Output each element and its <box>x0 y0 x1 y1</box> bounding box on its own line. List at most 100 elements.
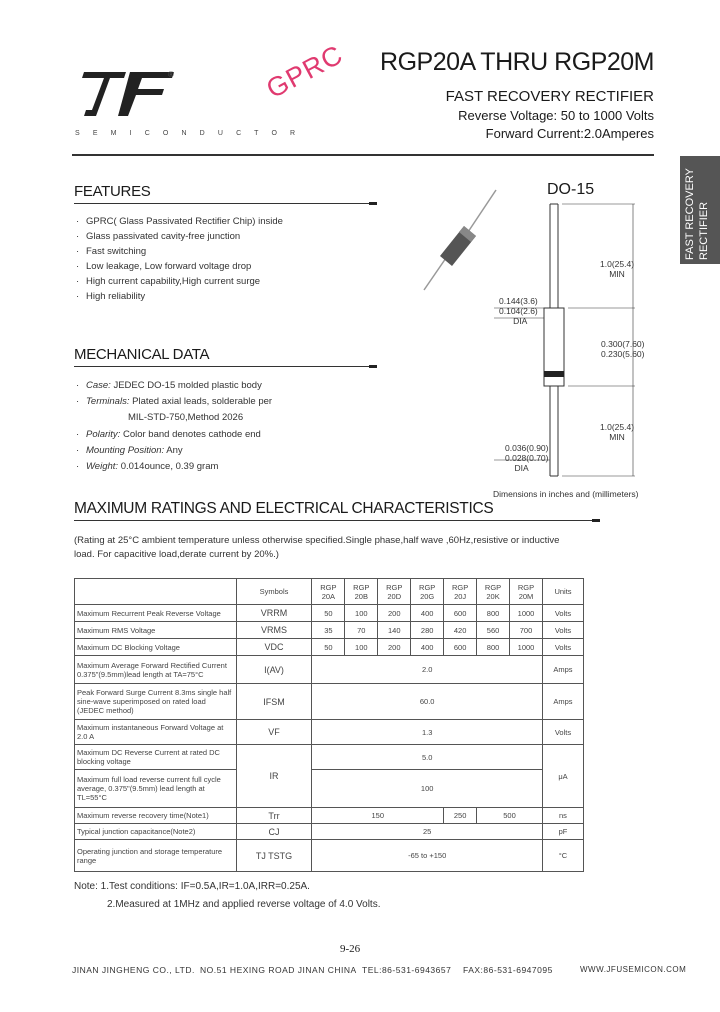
mech-item: Weight: 0.014ounce, 0.39 gram <box>86 461 219 472</box>
ratings-underline <box>74 520 594 521</box>
symbol-cell: IR <box>235 744 313 808</box>
dim-body-length: 0.300(7.60)0.230(5.60) <box>601 339 645 359</box>
table-row: Maximum Average Forward Rectified Curren… <box>74 655 585 684</box>
side-tab: FAST RECOVERY RECTIFIER <box>680 156 720 264</box>
value-cell: 140 <box>377 621 412 639</box>
side-tab-line2: RECTIFIER <box>698 201 710 260</box>
param-cell: Maximum full load reverse current full c… <box>74 769 237 808</box>
footer-fax: FAX:86-531-6947095 <box>463 965 553 975</box>
ratings-marker <box>592 519 600 522</box>
forward-current: Forward Current:2.0Amperes <box>485 126 654 141</box>
param-cell: Operating junction and storage temperatu… <box>74 839 237 872</box>
unit-cell: Volts <box>541 638 585 656</box>
value-cell: 500 <box>476 807 543 824</box>
value-cell: 200 <box>377 604 412 622</box>
value-cell: 150 <box>311 807 445 824</box>
mech-item: Polarity: Color band denotes cathode end <box>86 429 261 440</box>
features-underline <box>74 203 376 204</box>
param-cell: Peak Forward Surge Current 8.3ms single … <box>74 683 237 720</box>
table-row: Maximum reverse recovery time(Note1) Trr… <box>74 807 585 824</box>
header-cell: RGP 20A <box>311 578 346 605</box>
part-title: RGP20A THRU RGP20M <box>380 48 654 76</box>
value-cell: 100 <box>311 769 543 808</box>
unit-cell: °C <box>541 839 585 872</box>
package-outline <box>494 203 635 477</box>
company-logo <box>82 72 174 116</box>
value-cell: 600 <box>443 604 478 622</box>
reverse-voltage: Reverse Voltage: 50 to 1000 Volts <box>458 108 654 123</box>
value-cell: 100 <box>344 638 379 656</box>
feature-item: Glass passivated cavity-free junction <box>86 231 241 242</box>
unit-cell: μA <box>541 744 585 808</box>
header-cell: RGP 20D <box>377 578 412 605</box>
header-divider <box>72 154 654 156</box>
unit-cell: Volts <box>541 621 585 639</box>
feature-item: High current capability,High current sur… <box>86 276 261 287</box>
value-cell: 1000 <box>509 604 543 622</box>
mech-item: MIL-STD-750,Method 2026 <box>128 412 244 423</box>
mechanical-marker <box>369 365 377 368</box>
symbol-cell: VRMS <box>235 621 313 639</box>
value-cell: 560 <box>476 621 511 639</box>
header-cell: Units <box>541 578 585 605</box>
param-cell: Typical junction capacitance(Note2) <box>74 823 237 840</box>
dim-body-dia: 0.144(3.6)0.104(2.6) DIA <box>499 296 538 326</box>
value-cell: 400 <box>410 604 445 622</box>
table-row: Maximum DC Blocking Voltage VDC 50 100 2… <box>74 638 585 656</box>
value-cell: 1.3 <box>311 719 543 745</box>
header-cell: Symbols <box>235 578 313 605</box>
header-cell: RGP 20M <box>509 578 543 605</box>
table-row: Maximum DC Reverse Current at rated DC b… <box>74 744 585 808</box>
dim-lead-top: 1.0(25.4)MIN <box>600 259 635 279</box>
table-row: Maximum Recurrent Peak Reverse Voltage V… <box>74 604 585 622</box>
unit-cell: Volts <box>541 719 585 745</box>
value-cell: 600 <box>443 638 478 656</box>
symbol-cell: IFSM <box>235 683 313 720</box>
device-type: FAST RECOVERY RECTIFIER <box>445 88 654 105</box>
dim-lead-dia: 0.036(0.90)0.028(0.70) DIA <box>505 443 549 473</box>
table-row: Maximum RMS Voltage VRMS 35 70 140 280 4… <box>74 621 585 639</box>
param-cell: Maximum DC Reverse Current at rated DC b… <box>74 744 237 770</box>
unit-cell: ns <box>541 807 585 824</box>
gprc-stamp: GPRC <box>261 39 348 105</box>
table-row: Maximum instantaneous Forward Voltage at… <box>74 719 585 745</box>
symbol-cell: Trr <box>235 807 313 824</box>
ratings-table: Symbols RGP 20A RGP 20B RGP 20D RGP 20G … <box>74 578 585 872</box>
table-header-row: Symbols RGP 20A RGP 20B RGP 20D RGP 20G … <box>74 578 585 605</box>
value-cell: 25 <box>311 823 543 840</box>
value-cell: 50 <box>311 638 346 656</box>
features-marker <box>369 202 377 205</box>
page-number: 9-26 <box>340 943 361 955</box>
param-cell: Maximum Average Forward Rectified Curren… <box>74 655 237 684</box>
symbol-cell: TJ TSTG <box>235 839 313 872</box>
value-cell: 70 <box>344 621 379 639</box>
table-row: Typical junction capacitance(Note2) CJ 2… <box>74 823 585 840</box>
value-cell: 420 <box>443 621 478 639</box>
value-cell: 280 <box>410 621 445 639</box>
note-1: Note: 1.Test conditions: IF=0.5A,IR=1.0A… <box>74 881 310 892</box>
ratings-note-2: load. For capacitive load,derate current… <box>74 549 279 560</box>
value-cell: 250 <box>443 807 478 824</box>
mechanical-title: MECHANICAL DATA <box>74 346 210 363</box>
symbol-cell: VDC <box>235 638 313 656</box>
footer-web: WWW.JFUSEMICON.COM <box>580 965 687 974</box>
mech-item: Mounting Position: Any <box>86 445 183 456</box>
param-cell: Maximum DC Blocking Voltage <box>74 638 237 656</box>
param-cell: Maximum Recurrent Peak Reverse Voltage <box>74 604 237 622</box>
side-tab-line1: FAST RECOVERY <box>684 168 696 260</box>
registered-mark: ® <box>168 70 174 79</box>
diode-photo <box>423 189 497 291</box>
value-cell: 100 <box>344 604 379 622</box>
value-cell: 50 <box>311 604 346 622</box>
unit-cell: Volts <box>541 604 585 622</box>
symbol-cell: VF <box>235 719 313 745</box>
ratings-title: MAXIMUM RATINGS AND ELECTRICAL CHARACTER… <box>74 500 494 517</box>
dim-caption: Dimensions in inches and (millimeters) <box>493 489 639 499</box>
param-cell: Maximum instantaneous Forward Voltage at… <box>74 719 237 745</box>
unit-cell: Amps <box>541 655 585 684</box>
unit-cell: Amps <box>541 683 585 720</box>
value-cell: 1000 <box>509 638 543 656</box>
mechanical-underline <box>74 366 376 367</box>
symbol-cell: I(AV) <box>235 655 313 684</box>
param-cell: Maximum reverse recovery time(Note1) <box>74 807 237 824</box>
